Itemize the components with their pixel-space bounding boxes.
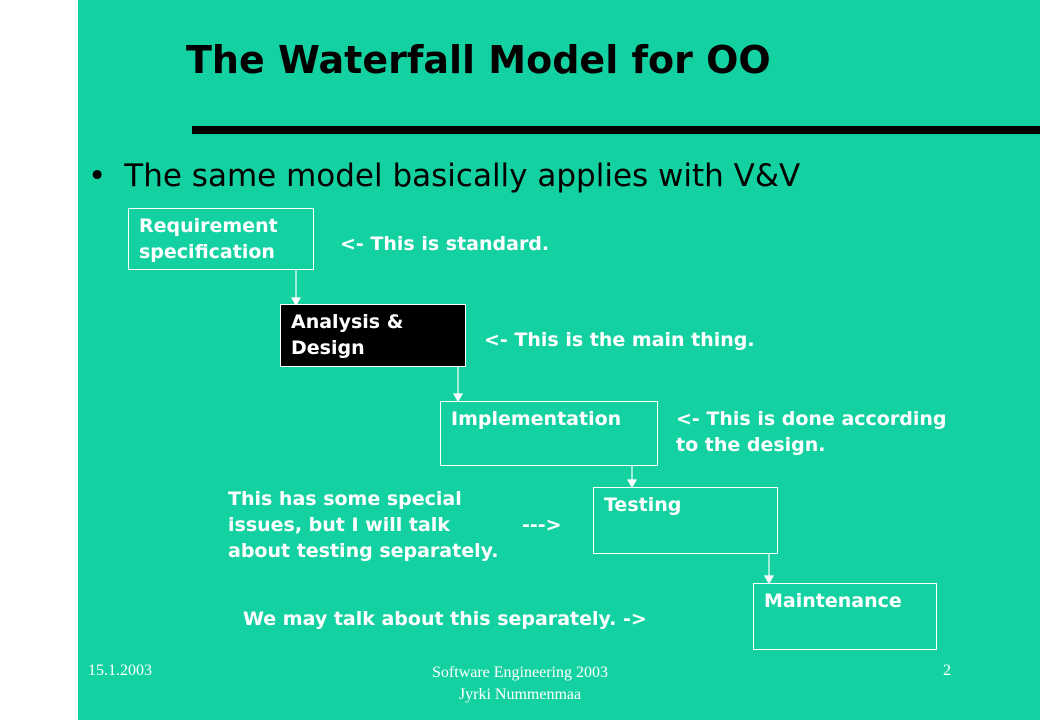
arrowhead-icon [626, 479, 638, 489]
requirement-spec-box: Requirement specification [128, 208, 314, 270]
bullet-item: • The same model basically applies with V… [88, 158, 800, 194]
note-requirement: <- This is standard. [340, 233, 550, 255]
left-margin-band [0, 0, 78, 720]
maintenance-box: Maintenance [753, 583, 937, 650]
note-testing-arrow: ---> [522, 514, 562, 536]
slide-title: The Waterfall Model for OO [186, 38, 771, 82]
arrowhead-icon [452, 393, 464, 403]
testing-box: Testing [593, 487, 778, 554]
note-maintenance: We may talk about this separately. -> [243, 608, 647, 630]
note-testing: This has some special issues, but I will… [228, 488, 499, 562]
footer-course: Software Engineering 2003 Jyrki Nummenma… [390, 662, 650, 706]
page-number: 2 [943, 662, 951, 679]
note-implementation: <- This is done according to the design. [676, 408, 947, 456]
footer-date: 15.1.2003 [88, 662, 152, 679]
note-analysis: <- This is the main thing. [484, 329, 755, 351]
bullet-icon: • [88, 158, 107, 194]
footer-course-title: Software Engineering 2003 [432, 664, 608, 681]
footer-author: Jyrki Nummenmaa [458, 686, 582, 703]
arrowhead-icon [290, 297, 302, 307]
bullet-text: The same model basically applies with V&… [124, 158, 801, 194]
implementation-box: Implementation [440, 401, 658, 466]
arrowhead-icon [763, 575, 775, 585]
analysis-design-box: Analysis & Design [280, 304, 466, 367]
title-divider [192, 126, 1040, 134]
